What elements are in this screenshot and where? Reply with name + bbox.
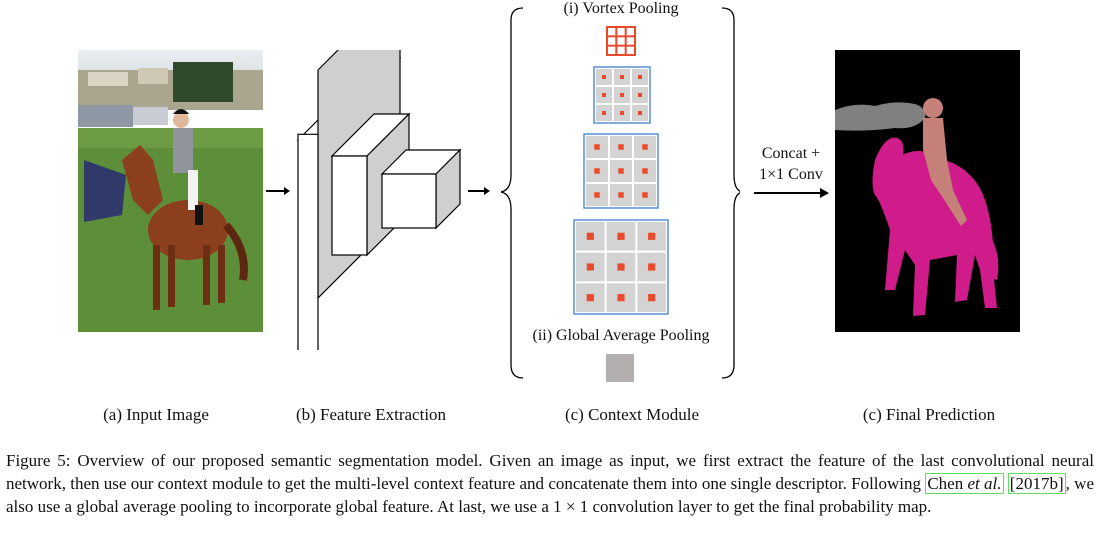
vortex-sample-dot [642,144,648,150]
input-image [78,50,263,332]
vortex-cell [626,46,634,54]
vortex-sample-dot [648,263,656,271]
figure-caption: Figure 5: Overview of our proposed seman… [6,449,1094,518]
vortex-sample-dot [617,263,625,271]
caption-context-module: (c) Context Module [564,405,700,424]
caption-suffix: , we also use a global average pooling t… [6,474,1094,516]
vortex-sample-dot [620,111,624,115]
vortex-sample-dot [638,93,642,97]
vortex-sample-dot [594,168,600,174]
vortex-sample-dot [602,111,606,115]
vortex-sample-dot [642,168,648,174]
vortex-sample-dot [617,294,625,302]
vortex-cell [617,37,625,45]
vortex-sample-dot [620,93,624,97]
vortex-pooling-title: (i) Vortex Pooling [563,0,679,17]
citation-link[interactable]: Chen et al. [925,473,1004,494]
vortex-cell [617,46,625,54]
caption-prefix: Figure 5: Overview of our proposed seman… [6,451,1094,493]
vortex-sample-dot [638,111,642,115]
global-average-pooling-square [606,354,634,382]
vortex-level-3 [583,133,659,209]
vortex-sample-dot [586,263,594,271]
vortex-sample-dot [617,232,625,240]
citation-etal: et al. [967,474,1002,493]
final-prediction-image [835,50,1020,332]
vortex-sample-dot [638,75,642,79]
vortex-level-4 [573,219,669,315]
vortex-cell [608,46,616,54]
vortex-cell [626,28,634,36]
feature-extraction-diagram [266,50,490,350]
vortex-cell [608,37,616,45]
vortex-sample-dot [620,75,624,79]
vortex-sample-dot [618,144,624,150]
vortex-sample-dot [602,93,606,97]
citation-year-link[interactable]: [2017b] [1007,473,1066,494]
context-module-diagram [500,7,740,382]
vortex-cell [617,28,625,36]
citation-year: 2017b [1015,474,1058,493]
vortex-level-1 [606,26,636,56]
citation-author: Chen [927,474,968,493]
vortex-sample-dot [648,294,656,302]
vortex-sample-dot [602,75,606,79]
vortex-sample-dot [618,192,624,198]
concat-label: Concat + [761,145,821,162]
caption-input-image: (a) Input Image [103,405,209,424]
vortex-sample-dot [618,168,624,174]
vortex-sample-dot [586,232,594,240]
vortex-sample-dot [586,294,594,302]
conv-label: 1×1 Conv [759,166,823,183]
caption-feature-extraction: (b) Feature Extraction [295,405,447,424]
vortex-sample-dot [642,192,648,198]
vortex-cell [608,28,616,36]
figure: (i) Vortex Pooling (ii) Global Average P… [78,0,1020,424]
vortex-sample-dot [594,144,600,150]
vortex-sample-dot [594,192,600,198]
global-average-pooling-title: (ii) Global Average Pooling [532,327,710,344]
vortex-level-2 [593,66,651,124]
vortex-cell [626,37,634,45]
vortex-sample-dot [648,232,656,240]
caption-final-prediction: (c) Final Prediction [862,405,996,424]
concat-arrow [754,188,829,198]
